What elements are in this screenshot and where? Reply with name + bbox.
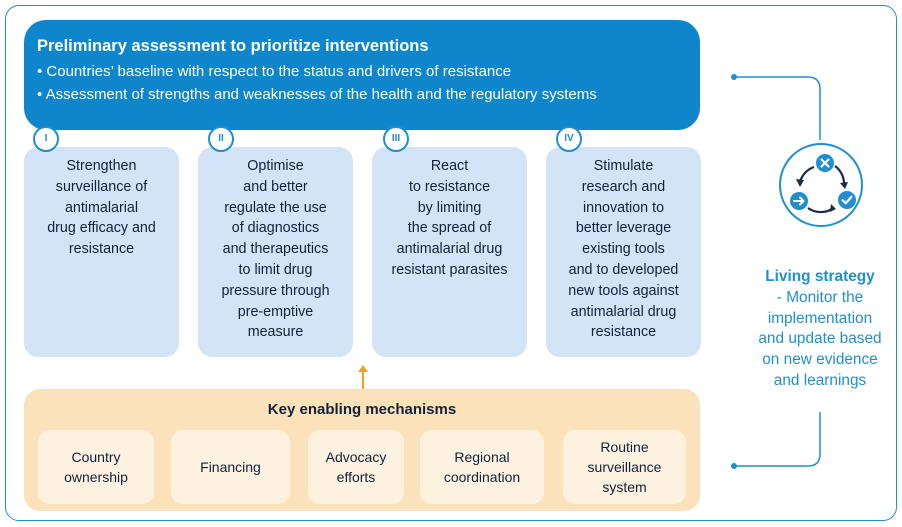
pillar-3-numeral-badge: III: [383, 126, 409, 152]
pillar-2-line: and better: [243, 178, 308, 195]
close-icon: [816, 154, 834, 172]
pillar-1-line: drug efficacy and: [47, 220, 156, 237]
pillar-2-line: Optimise: [247, 158, 304, 174]
living-strategy-line: and learnings: [773, 371, 867, 389]
pillar-4: Stimulate research and innovation to bet…: [546, 147, 701, 357]
enabler-line: system: [602, 479, 647, 495]
pillar-3-line: resistant parasites: [391, 261, 508, 278]
pillar-2-line: to limit drug: [238, 261, 313, 278]
pillar-2-line: of diagnostics: [231, 220, 320, 237]
pillar-1-line: resistance: [68, 241, 135, 258]
pillar-3-line: the spread of: [407, 220, 492, 237]
enabler-line: ownership: [64, 469, 128, 485]
enabler-routine-surveillance-system: Routine surveillance system: [563, 430, 686, 504]
enabler-line: Regional: [454, 449, 510, 465]
enabler-line: efforts: [336, 469, 376, 485]
pillar-4-line: existing tools: [582, 241, 665, 258]
pillar-2-line: pressure through: [221, 282, 330, 299]
checkmark-icon: [838, 191, 856, 209]
enabler-country-ownership: Country ownership: [38, 430, 154, 504]
enabler-line: Routine: [600, 439, 649, 455]
pillar-2-numeral-badge: II: [208, 126, 234, 152]
forward-arrow-icon: [790, 192, 808, 210]
top-connector-line: [731, 74, 821, 140]
pillar-4-numeral-badge: IV: [556, 126, 582, 152]
enabler-regional-coordination: Regional coordination: [420, 430, 544, 504]
enabler-line: Country: [71, 449, 121, 465]
pillar-3-line: antimalarial drug: [396, 241, 503, 258]
pillar-4-line: antimalarial drug: [570, 303, 677, 320]
living-strategy-text: Living strategy - Monitor the implementa…: [740, 267, 900, 392]
living-strategy-title: Living strategy: [765, 268, 875, 285]
living-strategy-line: - Monitor the: [776, 288, 864, 306]
pillar-2-line: and therapeutics: [222, 241, 329, 258]
living-strategy-line: and update based: [758, 330, 882, 348]
living-strategy-line: implementation: [767, 309, 873, 327]
pillar-1-line: surveillance of: [55, 178, 148, 195]
pillar-2-line: regulate the use: [224, 199, 327, 216]
key-enabling-mechanisms-box: Key enabling mechanisms Country ownershi…: [24, 389, 700, 511]
pillar-4-line: and to developed: [568, 261, 679, 278]
bottom-connector-line: [731, 412, 821, 469]
pillar-1-line: antimalarial: [64, 199, 139, 216]
pillar-2: Optimise and better regulate the use of …: [198, 147, 353, 357]
enabler-financing: Financing: [171, 430, 290, 504]
enabler-line: coordination: [443, 469, 521, 485]
pillar-3-line: React: [430, 158, 469, 174]
enablers-title: Key enabling mechanisms: [267, 401, 457, 418]
enabler-line: surveillance: [587, 459, 662, 475]
pillar-2-line: pre-emptive: [237, 303, 314, 320]
enabler-line: Advocacy: [325, 449, 387, 465]
pillar-4-line: better leverage: [575, 220, 672, 237]
pillar-2-line: measure: [247, 324, 304, 341]
living-strategy-line: on new evidence: [762, 351, 878, 369]
pillar-4-line: research and: [581, 178, 666, 195]
outer-frame: [5, 5, 897, 521]
pillar-4-line: Stimulate: [593, 158, 654, 174]
pillar-1: Strengthen surveillance of antimalarial …: [24, 147, 179, 357]
assessment-bullet-1: • Countries’ baseline with respect to th…: [37, 63, 512, 80]
preliminary-assessment-box: Preliminary assessment to prioritize int…: [24, 20, 700, 130]
up-arrow-icon: [358, 365, 368, 389]
pillar-1-numeral-badge: I: [33, 126, 59, 152]
pillar-3-line: by limiting: [417, 199, 482, 216]
assessment-title: Preliminary assessment to prioritize int…: [37, 37, 429, 55]
enabler-line: Financing: [200, 459, 261, 475]
pillar-4-line: resistance: [590, 324, 657, 341]
enabler-advocacy-efforts: Advocacy efforts: [308, 430, 404, 504]
pillar-1-line: Strengthen: [66, 158, 137, 174]
assessment-bullet-2: • Assessment of strengths and weaknesses…: [37, 86, 597, 103]
review-cycle-icon: [779, 143, 863, 227]
pillar-3-line: to resistance: [408, 178, 491, 195]
pillar-3: React to resistance by limiting the spre…: [372, 147, 527, 357]
pillar-4-line: new tools against: [568, 282, 679, 299]
pillar-4-line: innovation to: [582, 199, 665, 216]
